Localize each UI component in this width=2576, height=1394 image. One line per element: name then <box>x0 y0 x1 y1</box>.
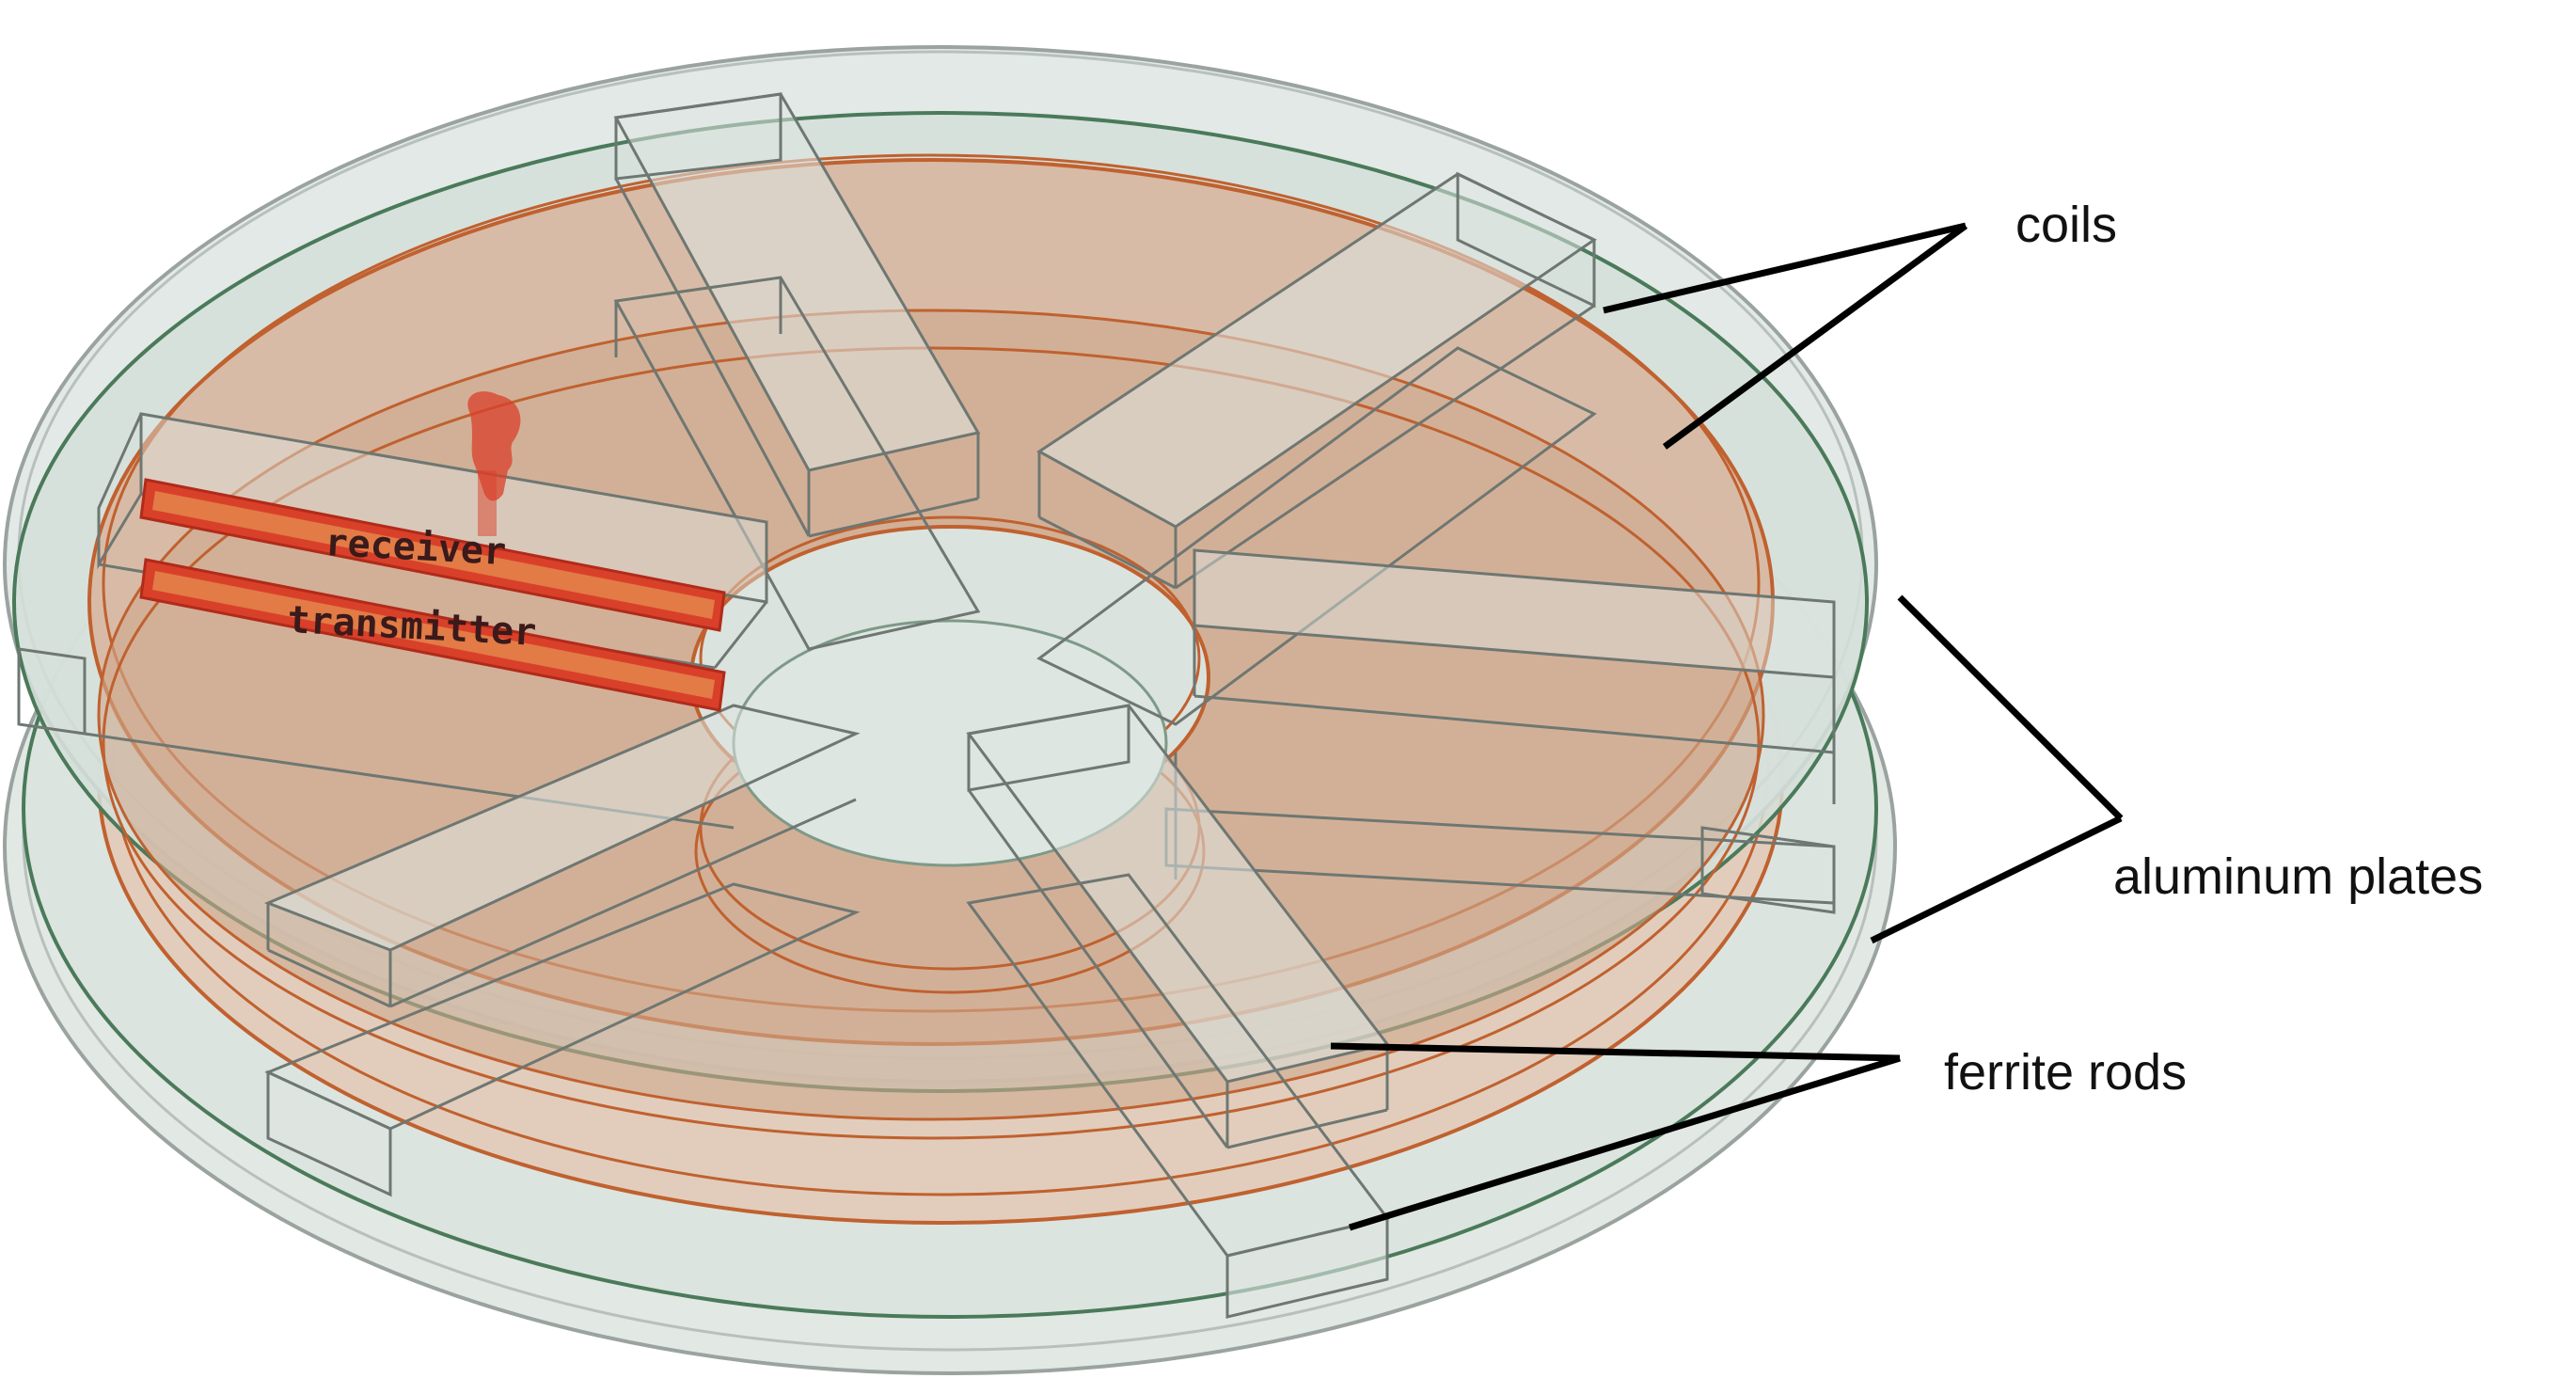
ferrite-rod-upper-right <box>1036 171 1597 726</box>
sensor-strips: receiver transmitter <box>139 391 726 712</box>
leader-coils-2 <box>1662 223 1968 450</box>
transmitter-strip <box>139 558 726 712</box>
leader-ferrite-1 <box>1330 1042 1901 1062</box>
probe-icon <box>467 391 521 536</box>
aluminum-plates-label: aluminum plates <box>2113 848 2483 905</box>
leader-coils-1 <box>1603 222 1967 314</box>
ferrite-rods-label: ferrite rods <box>1944 1044 2187 1101</box>
receiver-strip <box>139 478 726 632</box>
ferrite-rod-lower-left <box>263 704 861 1197</box>
receiver-label: receiver <box>324 521 507 574</box>
leader-plates-1 <box>1897 594 2124 821</box>
ferrite-rod-top <box>613 92 981 651</box>
leader-ferrite-2 <box>1348 1054 1902 1231</box>
ferrite-rods <box>17 92 1836 1319</box>
leader-plates-2 <box>1870 815 2123 944</box>
coils-label: coils <box>2015 197 2117 253</box>
ferrite-rod-lower-right <box>966 704 1390 1319</box>
leader-lines <box>1330 222 2124 1231</box>
